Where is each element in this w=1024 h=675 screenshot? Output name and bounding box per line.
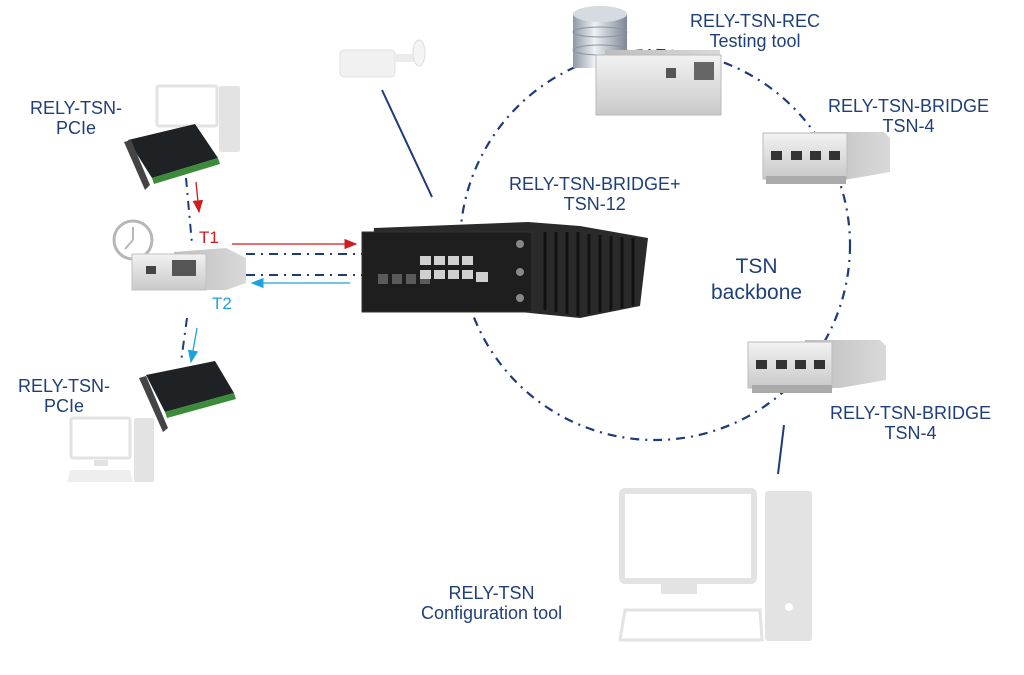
tsn-backbone-label: TSN backbone xyxy=(711,254,802,306)
bridge4-top-label-line2: TSN-4 xyxy=(882,116,935,136)
tsn-bridge-4-icon xyxy=(747,340,886,393)
bridge4-bottom-label: RELY-TSN-BRIDGE TSN-4 xyxy=(830,403,991,443)
bridge-plus-label: RELY-TSN-BRIDGE+ TSN-12 xyxy=(509,174,681,214)
tsn-backbone-ring xyxy=(458,48,852,442)
config-tool-link xyxy=(777,424,785,475)
pcie-bottom-label-line2: PCIe xyxy=(44,396,85,416)
pcie-card-icon xyxy=(139,361,236,432)
pcie-top-label: RELY-TSN- PCIe xyxy=(30,98,122,138)
rec-label-line2: Testing tool xyxy=(709,31,801,51)
t2-label: T2 xyxy=(212,294,232,313)
tsn-device-icon xyxy=(131,248,246,291)
pcie-bottom-label-line1: RELY-TSN- xyxy=(18,376,111,396)
bridge-plus-label-line2: TSN-12 xyxy=(563,194,626,214)
pcie-bottom-arrow xyxy=(187,327,199,364)
rec-label-line1: RELY-TSN-REC xyxy=(690,11,821,31)
camera-icon xyxy=(339,39,426,78)
bridge4-top-label: RELY-TSN-BRIDGE TSN-4 xyxy=(828,96,989,136)
pc-icon xyxy=(67,416,154,482)
pcie-bottom-label: RELY-TSN- PCIe xyxy=(18,376,110,416)
pcie-top-arrow xyxy=(192,181,204,214)
bridge-plus-label-line1: RELY-TSN-BRIDGE+ xyxy=(509,174,681,194)
camera-link xyxy=(381,89,433,198)
tsn-bridge-12-icon xyxy=(361,222,648,318)
clock-icon xyxy=(112,219,154,261)
pcie-card-icon xyxy=(124,124,220,190)
tsn-bridge-4-icon xyxy=(762,132,890,184)
bridge4-bottom-label-line2: TSN-4 xyxy=(884,423,937,443)
tsn-backbone-label-line1: TSN xyxy=(735,255,778,278)
config-tool-label: RELY-TSN Configuration tool xyxy=(421,583,562,623)
pcie-top-label-line1: RELY-TSN- xyxy=(30,98,123,118)
pcie-top-label-line2: PCIe xyxy=(56,118,97,138)
tsn-device-icon xyxy=(595,50,722,116)
bridge4-top-label-line1: RELY-TSN-BRIDGE xyxy=(828,96,990,116)
rec-label: RELY-TSN-REC Testing tool xyxy=(690,11,820,51)
pcie-top-link xyxy=(185,177,193,245)
pc-icon xyxy=(618,488,812,642)
pcie-bottom-link xyxy=(180,317,188,363)
t1-label: T1 xyxy=(199,228,219,247)
bridge4-bottom-label-line1: RELY-TSN-BRIDGE xyxy=(830,403,992,423)
config-tool-label-line1: RELY-TSN xyxy=(448,583,535,603)
config-tool-label-line2: Configuration tool xyxy=(421,603,563,623)
tsn-backbone-label-line2: backbone xyxy=(711,281,803,304)
